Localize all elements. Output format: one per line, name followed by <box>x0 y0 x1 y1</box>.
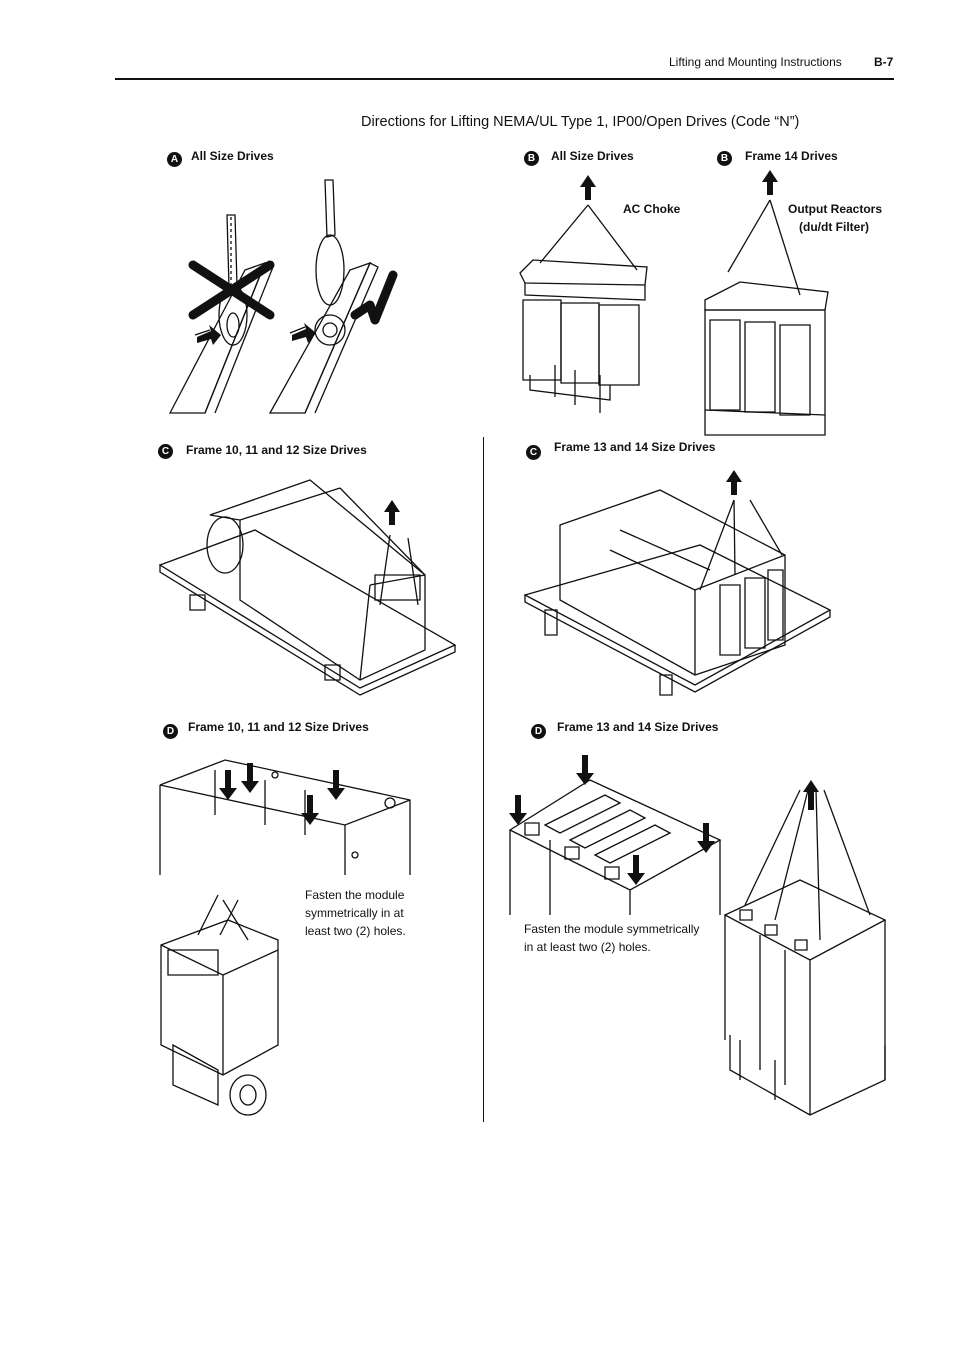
label-d-frame-10-12: Frame 10, 11 and 12 Size Drives <box>188 720 369 734</box>
label-c-frame-10-12: Frame 10, 11 and 12 Size Drives <box>186 443 367 457</box>
label-b-frame-14: Frame 14 Drives <box>745 149 838 163</box>
note-d-frame13-line2: in at least two (2) holes. <box>524 940 651 954</box>
label-b-all-size-drives: All Size Drives <box>551 149 634 163</box>
frame13-module-lift-illustration <box>720 780 890 1115</box>
running-header: Lifting and Mounting Instructions <box>669 55 842 69</box>
note-d-frame10-line2: symmetrically in at <box>305 906 404 920</box>
column-divider <box>483 437 484 1122</box>
frame10-module-top-illustration <box>155 755 415 875</box>
label-d-frame-13-14: Frame 13 and 14 Size Drives <box>557 720 719 734</box>
frame10-drive-on-pallet-illustration <box>160 480 460 695</box>
note-d-frame10-line1: Fasten the module <box>305 888 405 902</box>
note-d-frame10-line3: least two (2) holes. <box>305 924 406 938</box>
badge-d-frame13: D <box>531 724 546 739</box>
badge-a: A <box>167 152 182 167</box>
lifting-hook-illustration <box>165 175 400 420</box>
badge-b-all: B <box>524 151 539 166</box>
ac-choke-illustration <box>515 175 665 420</box>
output-reactor-illustration <box>700 170 835 438</box>
callout-output-reactors: Output Reactors <box>788 202 883 216</box>
badge-c-frame10: C <box>158 444 173 459</box>
label-c-frame-13-14: Frame 13 and 14 Size Drives <box>554 440 716 454</box>
badge-c-frame13: C <box>526 445 541 460</box>
frame13-module-top-illustration <box>505 755 720 915</box>
page-number: B-7 <box>874 55 894 69</box>
header-rule <box>115 78 894 80</box>
callout-ac-choke: AC Choke <box>623 202 681 216</box>
label-a-all-size-drives: All Size Drives <box>191 149 274 163</box>
frame10-module-lift-illustration <box>158 895 283 1120</box>
page-title: Directions for Lifting NEMA/UL Type 1, I… <box>361 114 800 130</box>
note-d-frame13-line1: Fasten the module symmetrically <box>524 922 700 936</box>
frame13-drive-on-pallet-illustration <box>520 470 835 700</box>
badge-b-frame14: B <box>717 151 732 166</box>
callout-dudt-filter: (du/dt Filter) <box>799 220 869 234</box>
badge-d-frame10: D <box>163 724 178 739</box>
